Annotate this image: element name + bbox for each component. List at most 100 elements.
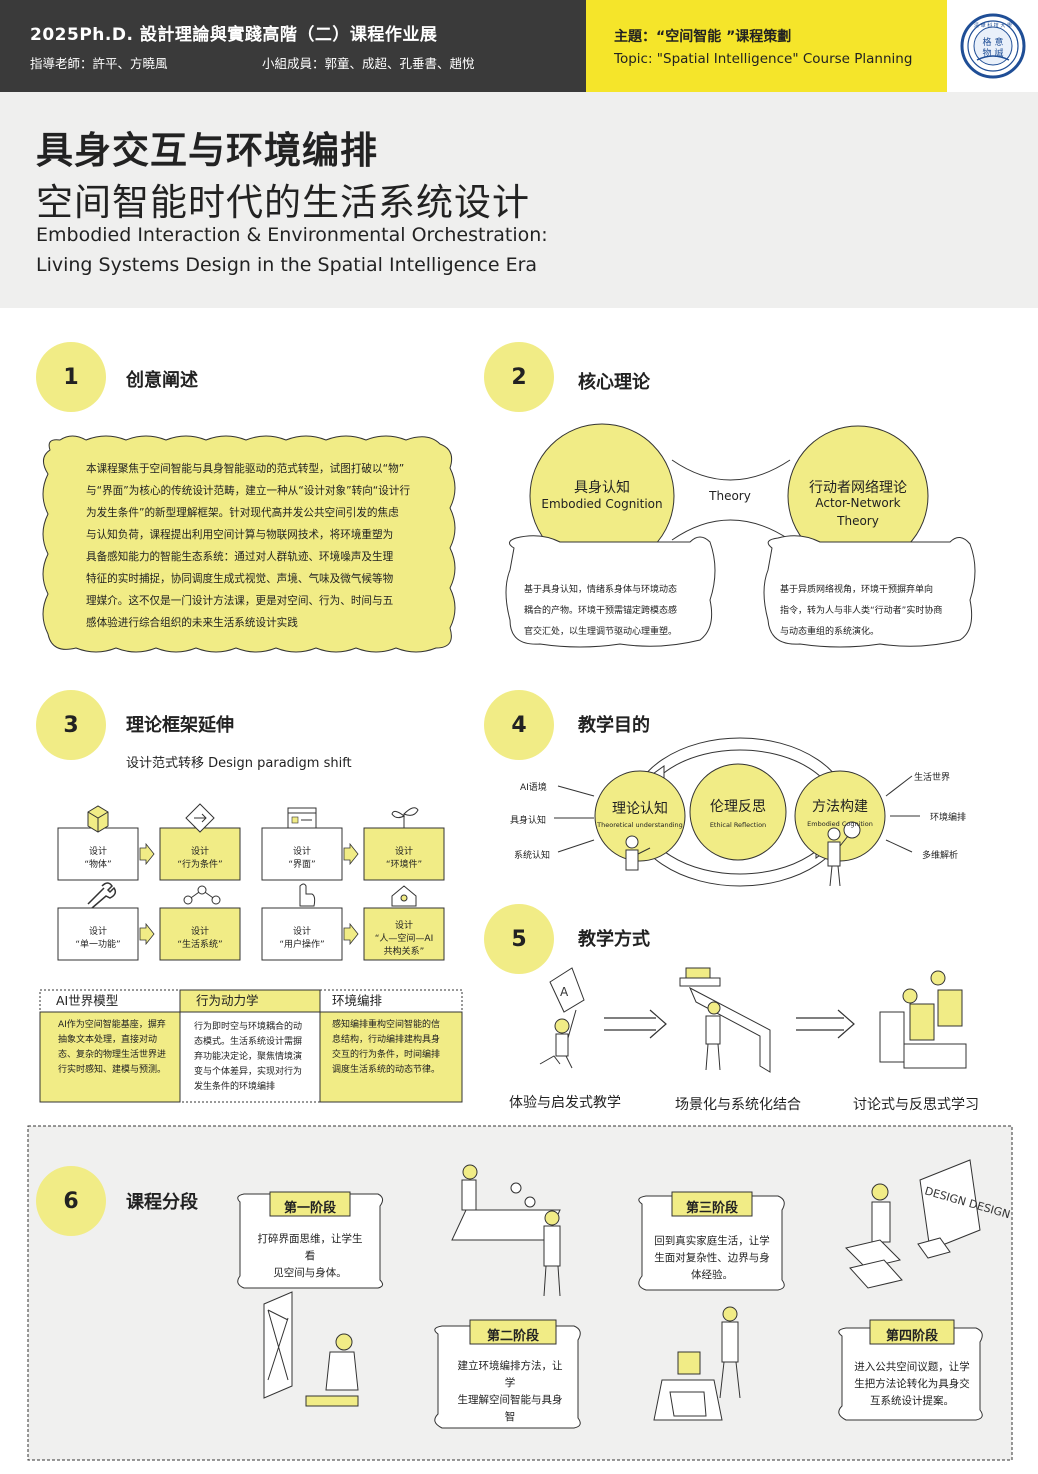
paradigm-box: 设计“单一功能” xyxy=(58,926,138,952)
stage-line: 互系统设计提案。 xyxy=(870,1395,954,1407)
stage-1-title: 第一阶段 xyxy=(283,1201,336,1216)
section-number-6: 6 xyxy=(36,1166,106,1236)
goal-left-1: AI语境 xyxy=(520,783,547,793)
goal-right-2: 环境编排 xyxy=(930,813,967,823)
s1-line: 与“界面”为核心的传统设计范畴，建立一种从“设计对象”转向“设计行 xyxy=(86,485,411,497)
topic-cn: 主題：“空间智能 ”课程策劃 xyxy=(614,29,792,45)
svg-text:A: A xyxy=(560,985,569,999)
col-line: 态、复杂的物理生活世界进 xyxy=(58,1050,167,1060)
teaching-methods-illustration: A xyxy=(539,967,967,1073)
pb-top: 设计 xyxy=(292,847,311,857)
section-title-3: 理论框架延伸 xyxy=(126,715,234,736)
logo-char: 誠 xyxy=(994,47,1003,59)
section-number-1: 1 xyxy=(36,342,106,412)
theory-note-2: 基于异质网络视角，环境干预摒弃单向 指令，转为人与非人类“行动者”实时协商 与动… xyxy=(780,580,970,643)
grade-card-icon xyxy=(549,967,585,1013)
s1-line: 具备感知能力的智能生态系统：通过对人群轨迹、环境噪声及生理 xyxy=(86,551,394,563)
network-icon xyxy=(183,885,221,905)
teaching-goals-diagram xyxy=(554,737,920,887)
theory-embodied-cn: 具身认知 xyxy=(574,480,630,496)
note-line: 与动态重组的系统演化。 xyxy=(780,627,880,637)
s1-line: 本课程聚焦于空间智能与具身智能驱动的范式转型，试图打破以“物” xyxy=(86,463,405,475)
logo-char: 物 xyxy=(982,47,991,59)
col-text-3: 感知编排重构空间智能的信 息结构，行动编排建构具身 交互的行为条件，时间编排 调… xyxy=(332,1018,462,1078)
topic-bar: 主題：“空间智能 ”课程策劃 Topic: "Spatial Intellige… xyxy=(586,0,947,92)
stage-line: 见空间与身体。 xyxy=(273,1267,347,1279)
goal-theory-en: Theoretical understanding xyxy=(597,821,683,829)
double-arrow-icon xyxy=(604,1009,667,1039)
members: 小組成員：郭童、成超、孔垂書、趙悅 xyxy=(262,56,475,71)
course-title: 2025Ph.D. 設計理論與實踐高階（二）课程作业展 xyxy=(30,25,438,45)
pb-bottom: “物体” xyxy=(84,860,112,870)
design-sign-figure-icon xyxy=(845,1159,981,1289)
method-label-1: 体验与启发式教学 xyxy=(509,1095,621,1111)
header-bar: 2025Ph.D. 設計理論與實踐高階（二）课程作业展 指導老師：許平、方曉風 … xyxy=(0,0,586,92)
title-en-line2: Living Systems Design in the Spatial Int… xyxy=(36,254,538,276)
section-title-2: 核心理论 xyxy=(578,372,650,393)
col-line: 弃功能决定论，聚焦情境演 xyxy=(194,1052,303,1062)
theory-diagram xyxy=(505,423,976,648)
pb-bottom: “环境件” xyxy=(385,860,423,870)
col-text-1: AI作为空间智能基座，摒弃 抽象文本处理，直接对动 态、复杂的物理生活世界进 行… xyxy=(58,1018,188,1078)
cube-icon xyxy=(87,805,109,833)
col-line: 发生条件的环境编排 xyxy=(194,1082,276,1092)
three-columns-bg xyxy=(39,989,463,1103)
stage-line: 回到真实家庭生活，让学 xyxy=(654,1235,770,1247)
pb-bottom: “生活系统” xyxy=(177,940,223,950)
col-line: 感知编排重构空间智能的信 xyxy=(332,1020,441,1030)
col-line: 调度生活系统的动态节律。 xyxy=(332,1065,441,1075)
note-line: 基于具身认知，情绪系身体与环境动态 xyxy=(524,585,678,595)
col-line: 行实时感知、建模与预测。 xyxy=(58,1065,167,1075)
paradigm-box: 设计 “环境件” xyxy=(364,846,444,872)
logo-char: 格 xyxy=(982,36,991,48)
theory-ant-en2: Theory xyxy=(837,514,879,528)
stage-3-title: 第三阶段 xyxy=(685,1201,738,1216)
pb-top: 设计 xyxy=(394,847,413,857)
goal-left-3: 系统认知 xyxy=(514,851,551,861)
stage-line: 生把方法论转化为具身交 xyxy=(854,1378,970,1390)
col-text-2: 行为即时空与环境耦合的动 态模式。生活系统设计需摒 弃功能决定论，聚焦情境演 变… xyxy=(194,1020,324,1095)
paradigm-box: 设计“物体” xyxy=(58,846,138,872)
stage-3-text: 回到真实家庭生活，让学 生面对复杂性、边界与身 体经验。 xyxy=(644,1233,780,1284)
stage-4-title: 第四阶段 xyxy=(885,1329,938,1344)
goal-method-en: Embodied Cognition xyxy=(807,820,873,828)
s1-line: 为发生条件”的新型理解框架。针对现代高并发公共空间引发的焦虑 xyxy=(86,507,399,519)
stage-line: 建立环境编排方法，让 xyxy=(457,1360,563,1372)
note-line: 指令，转为人与非人类“行动者”实时协商 xyxy=(780,606,943,616)
university-logo: 清 華 科 技 大 學 格 意 物 誠 xyxy=(947,0,1038,92)
stage-2-title: 第二阶段 xyxy=(486,1329,539,1344)
pb-top: 设计 xyxy=(292,927,311,937)
stage-2-text: 建立环境编排方法，让 学 生理解空间智能与具身 智 xyxy=(442,1358,578,1426)
section-title-6: 课程分段 xyxy=(126,1192,198,1213)
stage-line: 生理解空间智能与具身 xyxy=(457,1394,563,1406)
s1-text: 本课程聚焦于空间智能与具身智能驱动的范式转型，试图打破以“物” 与“界面”为核心… xyxy=(86,458,434,634)
pb-bottom: “人—空间—AI xyxy=(374,934,434,944)
method-label-3: 讨论式与反思式学习 xyxy=(853,1097,979,1113)
arrow-diamond-icon xyxy=(185,803,215,833)
stage-line: 进入公共空间议题，让学 xyxy=(854,1361,970,1373)
section-title-4: 教学目的 xyxy=(578,715,650,736)
col-line: 抽象文本处理，直接对动 xyxy=(58,1035,158,1045)
svg-text:清 華 科 技 大 學: 清 華 科 技 大 學 xyxy=(974,22,1012,29)
stage-illustrations: DESIGN DESIGN xyxy=(237,1159,1012,1429)
section-title-1: 创意阐述 xyxy=(126,370,198,391)
double-arrow-icon xyxy=(796,1009,855,1039)
pb-bottom: 共构关系” xyxy=(383,947,425,957)
section-number-5: 5 xyxy=(484,904,554,974)
col-title-3: 环境编排 xyxy=(332,993,383,1008)
col-title-2: 行为动力学 xyxy=(196,993,259,1008)
paradigm-box: 设计“界面” xyxy=(262,846,342,872)
note-line: 基于异质网络视角，环境干预摒弃单向 xyxy=(780,585,934,595)
paradigm-grid xyxy=(57,803,445,961)
scene-figure-icon xyxy=(679,967,771,1073)
goal-right-3: 多维解析 xyxy=(922,851,959,861)
s1-line: 与认知负荷，课程提出利用空间计算与物联网技术，将环境重塑为 xyxy=(86,529,394,541)
s1-line: 特征的实时捕捉，协同调度生成式视觉、声境、气味及微气候等物 xyxy=(86,573,394,585)
title-en-line1: Embodied Interaction & Environmental Orc… xyxy=(36,224,548,246)
section-title-5: 教学方式 xyxy=(578,929,650,950)
stage-line: 打碎界面思维，让学生 xyxy=(257,1233,363,1245)
teachers: 指導老師：許平、方曉風 xyxy=(30,56,168,71)
theory-note-1: 基于具身认知，情绪系身体与环境动态 耦合的产物。环境干预需锚定跨模态感 官交汇处… xyxy=(524,580,714,643)
hero-area xyxy=(0,92,1038,308)
